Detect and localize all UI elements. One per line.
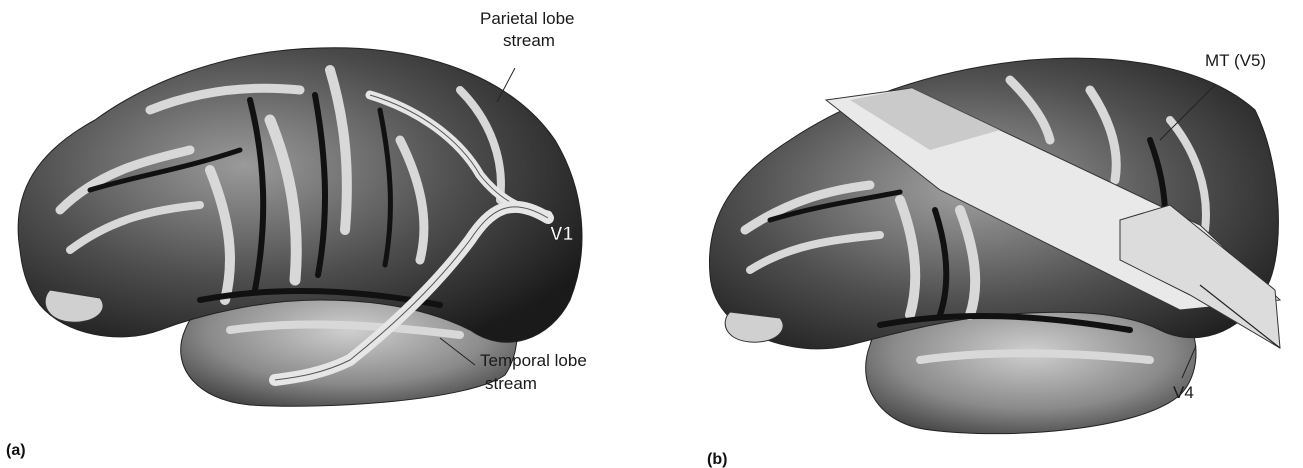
label-mt-v5: MT (V5) [1205, 51, 1266, 70]
panel-b-tag: (b) [707, 451, 727, 468]
panel-a-tag: (a) [6, 442, 26, 459]
label-temporal-line1: Temporal lobe [480, 351, 587, 370]
label-v1: V1 [550, 224, 574, 245]
panel-a: Parietal lobe stream V1 Temporal lobe st… [6, 9, 587, 459]
panel-b: MT (V5) V4 (b) [707, 51, 1280, 468]
label-parietal-line1: Parietal lobe [480, 9, 575, 28]
label-parietal-line2: stream [503, 31, 555, 50]
label-v4: V4 [1173, 383, 1194, 402]
label-temporal-line2: stream [485, 374, 537, 393]
